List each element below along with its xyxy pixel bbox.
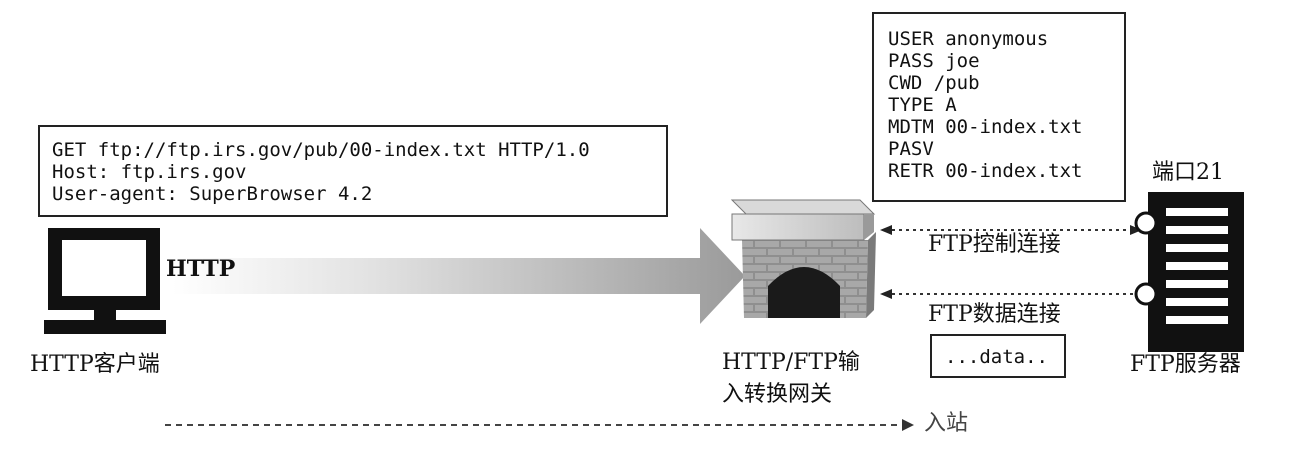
ftp-command-line: MDTM 00-index.txt [888, 116, 1083, 138]
data-payload-box: ...data.. [930, 334, 1066, 378]
http-request-line: Host: ftp.irs.gov [52, 161, 247, 183]
gateway-label-line1: HTTP/FTP输 [722, 350, 860, 375]
http-request-line: User-agent: SuperBrowser 4.2 [52, 183, 373, 205]
ftp-command-line: CWD /pub [888, 72, 980, 94]
data-connection-label: FTP数据连接 [928, 302, 1061, 327]
http-arrow-label: HTTP [166, 256, 236, 282]
ftp-command-line: TYPE A [888, 94, 957, 116]
ftp-command-line: RETR 00-index.txt [888, 160, 1083, 182]
client-label: HTTP客户端 [30, 352, 160, 377]
port-data-icon [1134, 282, 1158, 306]
ftp-command-line: PASS joe [888, 50, 980, 72]
http-flow-arrow [172, 228, 745, 324]
gateway-label-line2: 入转换网关 [722, 382, 833, 407]
port-label: 端口21 [1152, 160, 1224, 185]
http-request-box: GET ftp://ftp.irs.gov/pub/00-index.txt H… [38, 125, 668, 217]
inbound-label: 入站 [924, 411, 969, 436]
ftp-commands-box: USER anonymous PASS joe CWD /pub TYPE A … [872, 12, 1126, 202]
data-payload-text: ...data.. [945, 346, 1048, 368]
ftp-command-line: USER anonymous [888, 28, 1049, 50]
computer-monitor-icon [44, 228, 166, 334]
port-control-icon [1134, 211, 1158, 235]
server-rack-icon [1134, 192, 1244, 352]
brick-archway-gateway-icon [730, 199, 876, 318]
control-connection-label: FTP控制连接 [928, 232, 1061, 257]
ftp-command-line: PASV [888, 138, 934, 160]
http-request-line: GET ftp://ftp.irs.gov/pub/00-index.txt H… [52, 139, 590, 161]
server-label: FTP服务器 [1130, 352, 1241, 377]
